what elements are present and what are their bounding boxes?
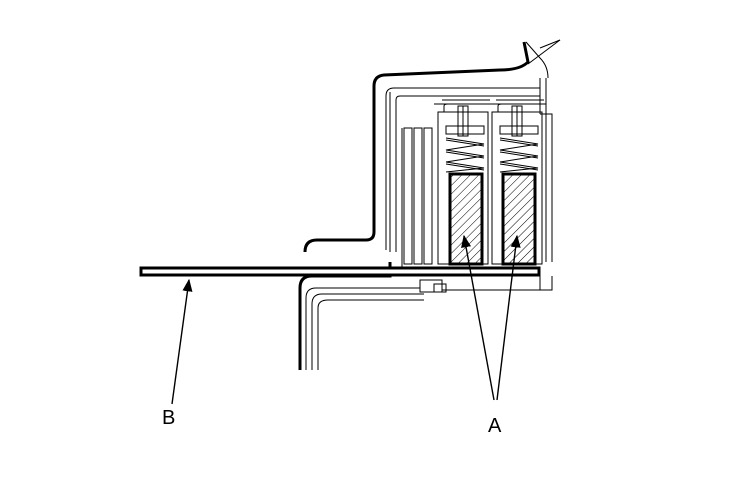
arrow-a-right <box>496 234 521 401</box>
clutch-plates <box>401 127 433 265</box>
plate-tool <box>139 266 541 277</box>
return-springs <box>445 137 539 173</box>
label-b: B <box>162 407 175 429</box>
spring-guide-pins <box>445 105 539 137</box>
housing-inner-lines <box>385 78 553 262</box>
lower-housing <box>305 264 553 370</box>
arrow-a-left <box>461 234 495 401</box>
piston-right <box>501 172 537 266</box>
label-a: A <box>488 415 502 437</box>
leader-arrows <box>171 234 521 405</box>
arrow-b <box>171 278 193 405</box>
